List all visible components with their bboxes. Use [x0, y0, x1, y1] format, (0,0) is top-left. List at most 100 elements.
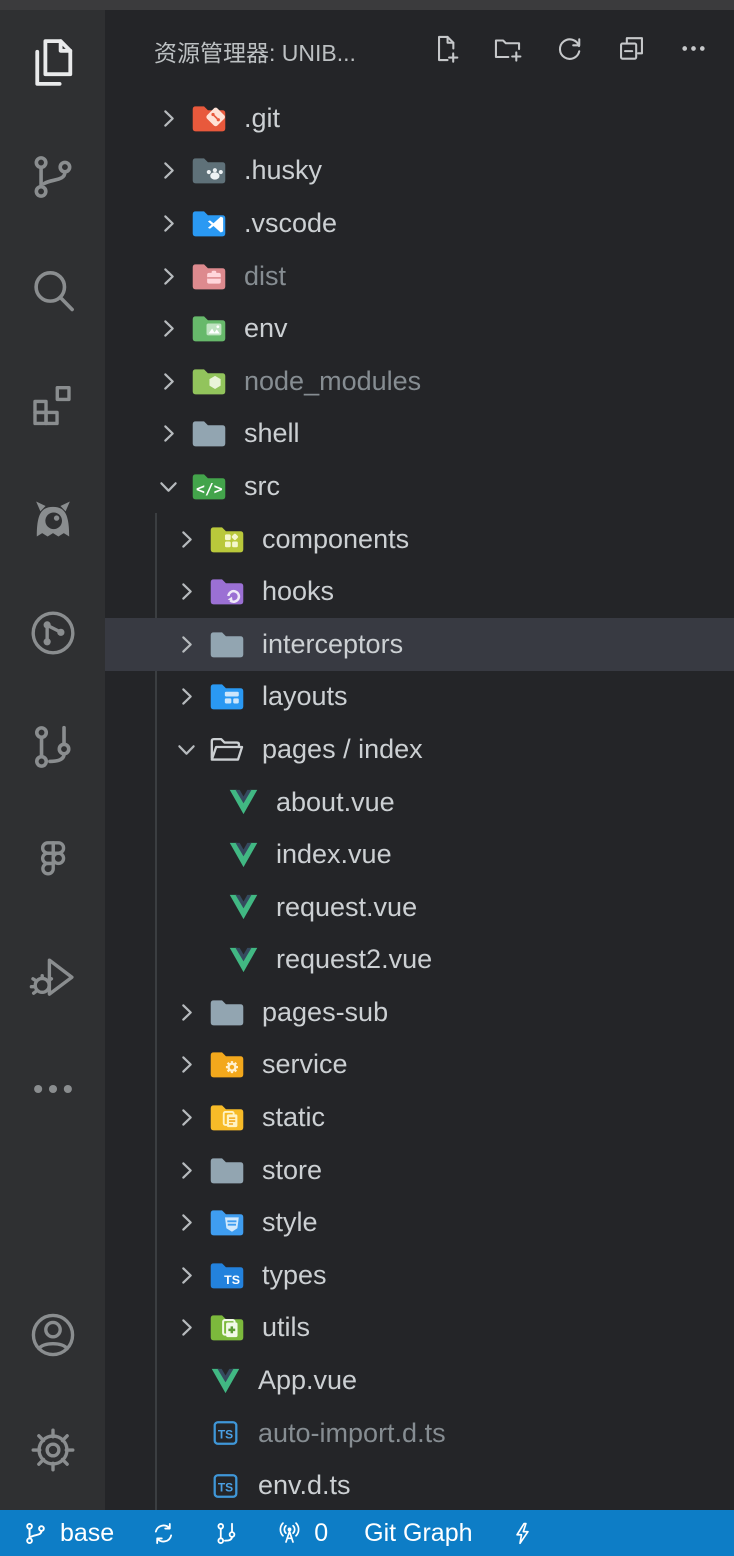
chevron-right-icon[interactable]	[171, 524, 201, 554]
activity-bar-item-settings-gear[interactable]	[0, 1424, 105, 1480]
activity-bar-item-monster-extension[interactable]	[0, 493, 105, 549]
activity-bar-top	[0, 10, 105, 1177]
account-icon	[26, 1308, 80, 1367]
zap-button[interactable]	[509, 1520, 536, 1547]
chevron-right-icon[interactable]	[171, 682, 201, 712]
chevron-right-icon[interactable]	[153, 156, 183, 186]
activity-bar-item-account[interactable]	[0, 1309, 105, 1365]
chevron-right-icon[interactable]	[153, 366, 183, 396]
chevron-right-icon[interactable]	[153, 261, 183, 291]
vue-file-icon	[227, 891, 260, 923]
folder-husky-icon	[190, 155, 228, 186]
tree-item-about-vue[interactable]: about.vue	[105, 776, 734, 829]
folder-env-icon	[190, 313, 228, 344]
tree-item-shell[interactable]: shell	[105, 408, 734, 461]
activity-bar-item-more-views[interactable]	[0, 1063, 105, 1119]
sync-button[interactable]	[150, 1520, 177, 1547]
more-actions-button[interactable]	[677, 35, 710, 68]
tree-item-components[interactable]: components	[105, 513, 734, 566]
refresh-button[interactable]	[553, 35, 586, 68]
tree-item-style[interactable]: style	[105, 1196, 734, 1249]
new-folder-button[interactable]	[491, 35, 524, 68]
folder-service-icon	[208, 1049, 246, 1080]
chevron-right-icon[interactable]	[153, 314, 183, 344]
tree-item-request-vue[interactable]: request.vue	[105, 881, 734, 934]
git-graph-button[interactable]: Git Graph	[364, 1519, 472, 1548]
tree-item-index-vue[interactable]: index.vue	[105, 828, 734, 881]
activity-bar-item-search[interactable]	[0, 265, 105, 321]
tree-item-interceptors[interactable]: interceptors	[105, 617, 734, 671]
git-graph-icon	[26, 606, 80, 665]
monster-extension-icon	[26, 492, 80, 551]
tree-item-label: utils	[262, 1312, 311, 1343]
activity-bar-item-git-graph[interactable]	[0, 607, 105, 663]
ports-indicator[interactable]: 0	[276, 1519, 328, 1548]
collapse-all-button[interactable]	[615, 35, 648, 68]
commit-graph-button[interactable]	[213, 1520, 240, 1547]
chevron-right-icon[interactable]	[153, 103, 183, 133]
tree-item-vscode[interactable]: .vscode	[105, 197, 734, 250]
chevron-down-icon[interactable]	[171, 734, 201, 764]
tree-item-env[interactable]: env	[105, 302, 734, 355]
folder-plain-icon	[190, 418, 228, 449]
new-file-button[interactable]	[429, 35, 462, 68]
folder-components-icon	[208, 524, 246, 555]
git-branch-indicator[interactable]: base	[22, 1519, 114, 1548]
chevron-right-icon[interactable]	[171, 1208, 201, 1238]
svg-text:</>: </>	[196, 481, 223, 498]
activity-bar-item-figma[interactable]	[0, 835, 105, 891]
tree-item-node-modules[interactable]: node_modules	[105, 355, 734, 408]
tree-item-git[interactable]: .git	[105, 92, 734, 145]
tree-item-dist[interactable]: dist	[105, 250, 734, 303]
tree-item-label: .git	[244, 102, 281, 133]
tree-item-label: about.vue	[276, 786, 395, 817]
chevron-right-icon[interactable]	[171, 629, 201, 659]
tree-item-request2-vue[interactable]: request2.vue	[105, 934, 734, 987]
chevron-right-icon[interactable]	[171, 1155, 201, 1185]
folder-plain-icon	[208, 1155, 246, 1186]
tree-item-label: shell	[244, 418, 300, 449]
tree-item-label: pages-sub	[262, 996, 389, 1027]
explorer-title: 资源管理器: UNIB...	[154, 40, 356, 66]
chevron-right-icon[interactable]	[171, 1260, 201, 1290]
activity-bar-item-extensions[interactable]	[0, 379, 105, 435]
chevron-right-icon[interactable]	[153, 208, 183, 238]
tree-item-static[interactable]: static	[105, 1091, 734, 1144]
activity-bar-item-source-control[interactable]	[0, 151, 105, 207]
tree-item-hooks[interactable]: hooks	[105, 565, 734, 618]
tree-item-layouts[interactable]: layouts	[105, 671, 734, 724]
tree-item-label: .husky	[244, 155, 323, 186]
chevron-right-icon[interactable]	[171, 1050, 201, 1080]
more-views-icon	[26, 1062, 80, 1121]
chevron-right-icon[interactable]	[171, 577, 201, 607]
chevron-right-icon[interactable]	[171, 1313, 201, 1343]
tree-item-utils[interactable]: utils	[105, 1302, 734, 1355]
status-item-label: base	[60, 1518, 115, 1547]
tree-item-label: pages / index	[262, 733, 423, 764]
indent-guide	[155, 513, 157, 1510]
chevron-down-icon[interactable]	[153, 471, 183, 501]
chevron-right-icon[interactable]	[153, 419, 183, 449]
folder-dist-icon	[190, 261, 228, 292]
tree-item-label: node_modules	[244, 365, 422, 396]
tree-item-husky[interactable]: .husky	[105, 145, 734, 198]
folder-utils-icon	[208, 1312, 246, 1343]
activity-bar-item-files[interactable]	[0, 37, 105, 93]
tree-item-store[interactable]: store	[105, 1144, 734, 1197]
tree-item-app-vue[interactable]: App.vue	[105, 1354, 734, 1407]
tree-item-pages-sub[interactable]: pages-sub	[105, 986, 734, 1039]
activity-bar-item-run-debug[interactable]	[0, 949, 105, 1005]
chevron-right-icon[interactable]	[171, 997, 201, 1027]
chevron-right-icon[interactable]	[171, 1103, 201, 1133]
folder-open-icon	[208, 734, 246, 765]
tree-item-pages-index[interactable]: pages / index	[105, 723, 734, 776]
tree-item-src[interactable]: </>src	[105, 460, 734, 513]
tree-item-label: layouts	[262, 681, 348, 712]
tree-item-service[interactable]: service	[105, 1039, 734, 1092]
folder-node-icon	[190, 366, 228, 397]
activity-bar-item-commit-graph[interactable]	[0, 721, 105, 777]
ts-def-file-icon: TS	[209, 1470, 242, 1502]
